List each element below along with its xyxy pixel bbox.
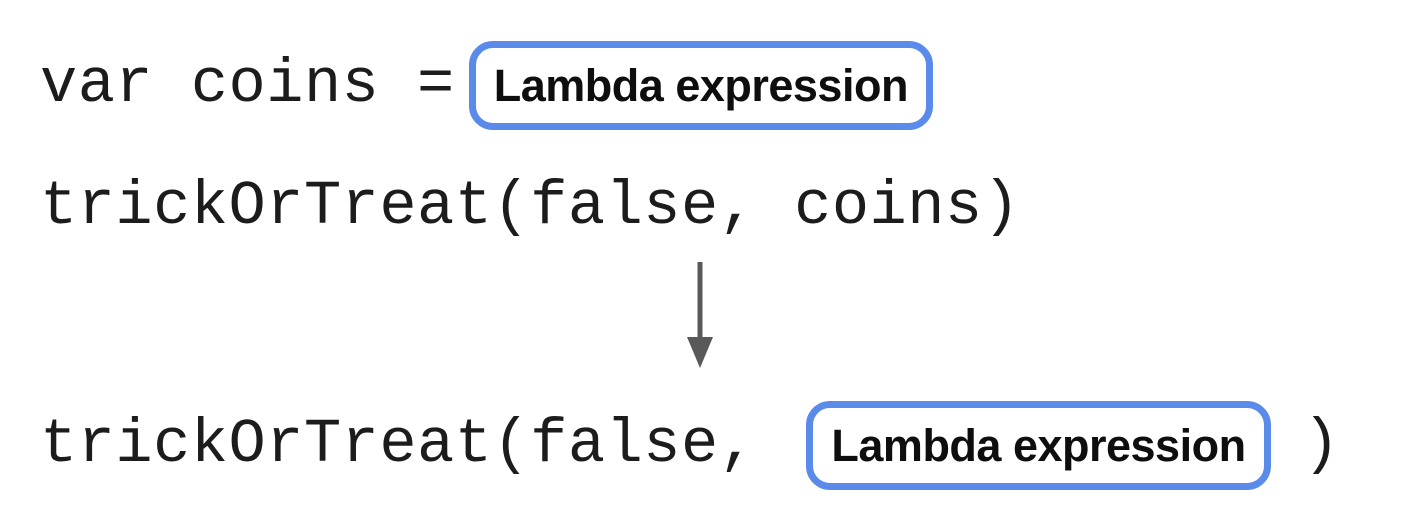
code-line-call-before: trickOrTreat(false, coins) — [40, 160, 1020, 254]
down-arrow-icon — [687, 262, 713, 368]
assignment-code-text: var coins = — [40, 49, 455, 120]
lambda-expression-label-1: Lambda expression — [493, 59, 909, 111]
call-before-code-text: trickOrTreat(false, coins) — [40, 171, 1021, 242]
code-line-call-after: trickOrTreat(false, Lambda expression ) — [40, 397, 1340, 493]
lambda-expression-box-1: Lambda expression — [468, 40, 933, 130]
code-line-assignment: var coins = Lambda expression — [40, 38, 933, 132]
lambda-expression-label-2: Lambda expression — [831, 419, 1246, 471]
call-after-code-text-before: trickOrTreat(false, — [40, 409, 757, 480]
transform-arrow — [683, 260, 717, 372]
call-after-code-text-close-paren: ) — [1302, 409, 1341, 480]
lambda-expression-box-2: Lambda expression — [806, 400, 1271, 490]
